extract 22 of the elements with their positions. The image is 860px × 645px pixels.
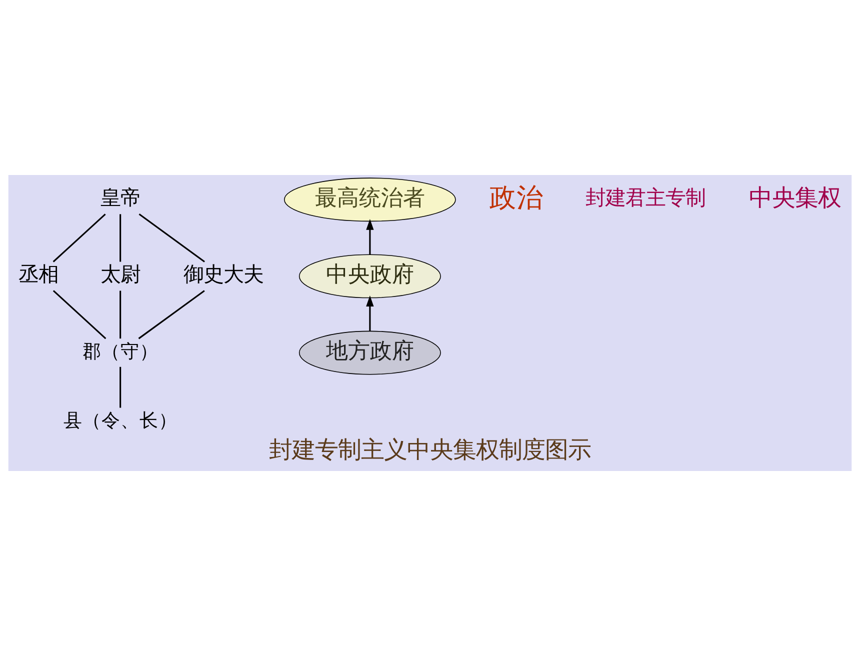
node-text: 郡（守） <box>82 341 158 362</box>
node-text: 御史大夫 <box>183 262 264 286</box>
node-text: 皇帝 <box>100 185 140 210</box>
connector <box>138 290 205 339</box>
caption: 封建专制主义中央集权制度图示 <box>269 435 591 464</box>
node-text: 县（令、长） <box>63 410 178 432</box>
arrow <box>366 295 374 331</box>
connector <box>138 213 205 262</box>
node-ellipse: 地方政府 <box>298 330 441 374</box>
connector <box>120 366 122 408</box>
arrow <box>366 218 374 254</box>
label: 封建君主专制 <box>585 185 706 210</box>
node-text: 丞相 <box>18 262 58 286</box>
node-text: 太尉 <box>100 262 140 286</box>
connector <box>52 290 106 339</box>
node-ellipse: 中央政府 <box>298 254 441 298</box>
label: 政治 <box>490 182 544 213</box>
connector <box>52 213 106 262</box>
connector <box>120 214 122 262</box>
connector <box>120 290 122 338</box>
node-ellipse: 最高统治者 <box>284 177 456 222</box>
label: 中央集权 <box>749 182 842 211</box>
